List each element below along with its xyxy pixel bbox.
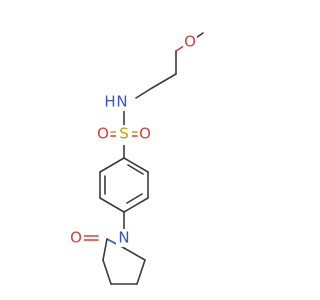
atom-h-amide: H [104,93,115,111]
molecule-structure: O N H S O O N O [68,32,204,285]
ring-bond-4 [99,197,125,213]
atom-n-ring: N [118,229,129,247]
ring-bond-1 [123,157,149,173]
atom-bg-o-carbonyl [68,229,84,247]
bond-n-ch2 [123,247,146,261]
bond-ch2-n [135,87,153,99]
atom-bg-nh [115,93,131,111]
atom-label-group: O N H S O O N O [68,33,197,247]
atom-o-sulfonyl-left: O [97,125,109,143]
bond-ring-ch2-co [102,259,112,285]
atom-s: S [119,125,129,143]
bond-ch2-ch2-b [151,73,177,89]
bond-co-ring [102,238,108,261]
atom-o-methoxy: O [184,33,196,51]
ring-bond-6 [99,157,125,173]
atom-bg-o-methoxy [183,33,197,51]
atom-n-amide: N [116,93,127,111]
ring-bond-3 [123,197,149,213]
bond-group [81,32,204,285]
ring-double-2 [126,193,143,204]
atom-bg-o-left [96,125,110,143]
atom-bg-n-ring [116,229,132,247]
atom-bg-o-right [138,125,152,143]
atom-o-carbonyl: O [70,229,82,247]
ring-double-1 [127,164,144,175]
atom-o-sulfonyl-right: O [139,125,151,143]
molecule-canvas: O N H S O O N O [68,32,204,285]
atom-bg-s [116,125,132,145]
bond-ring-ch2-ch2 [136,259,146,285]
